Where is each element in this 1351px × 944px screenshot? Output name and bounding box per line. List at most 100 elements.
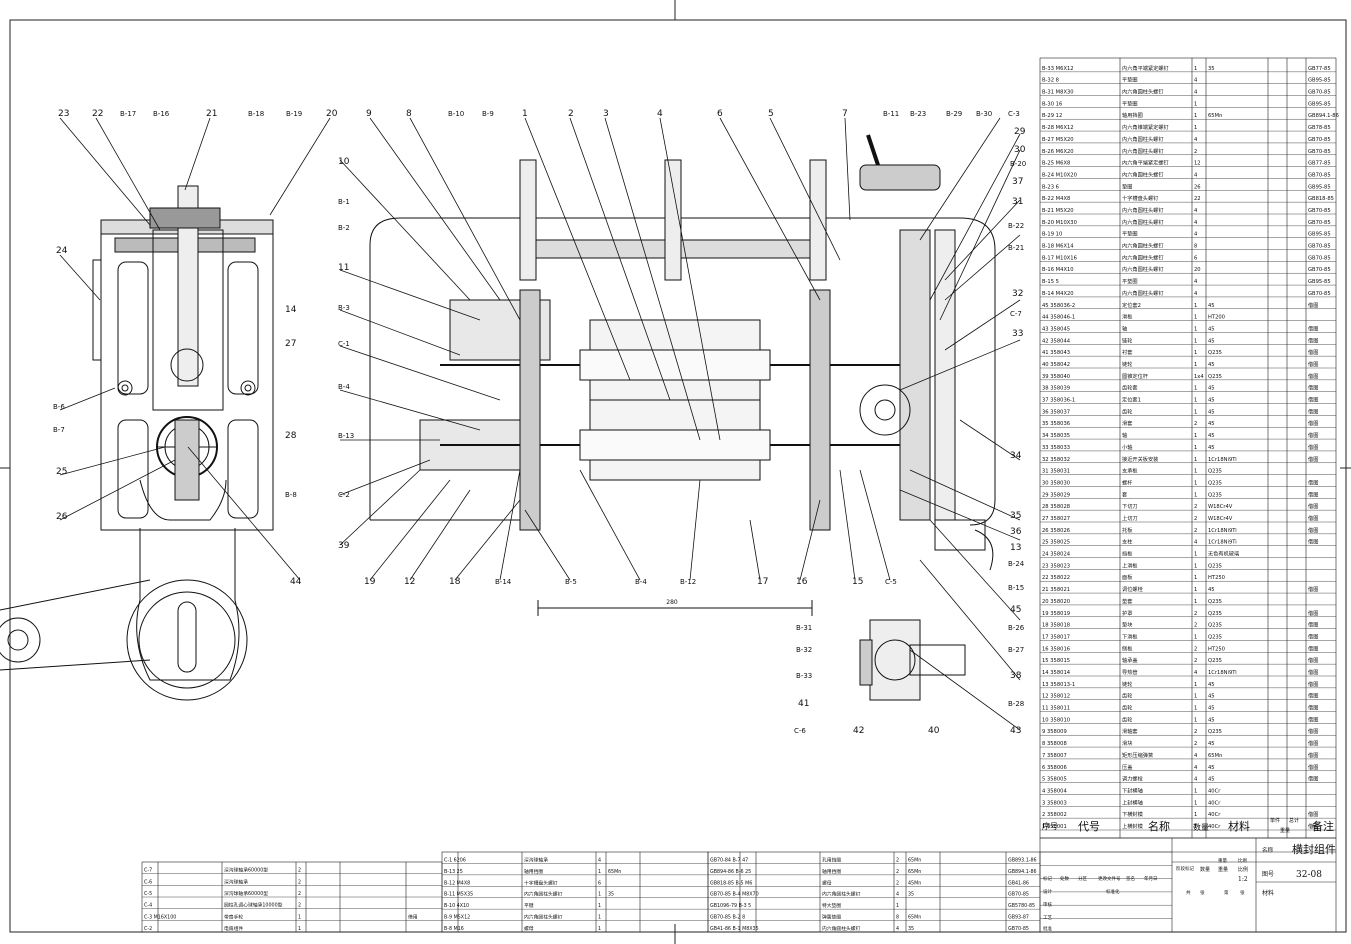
bom-header-unit-weight: 单件: [1270, 817, 1280, 824]
bom-cell-code: 28 358028: [1042, 504, 1070, 510]
bom-cell-code: 19 358019: [1042, 611, 1070, 617]
bom-cell-material: W18Cr4V: [1208, 516, 1233, 522]
bom-cell-code: 22 358022: [1042, 575, 1070, 581]
callout-label: B-30: [976, 110, 992, 118]
bom-cell-code: 34 358035: [1042, 433, 1070, 439]
bottom-a-code: C-7: [144, 868, 152, 874]
bom-cell-name: 滑套: [1122, 419, 1133, 427]
bom-cell-name: 面板: [1122, 573, 1133, 581]
bom-cell-remark: 借图: [1308, 609, 1318, 617]
bottom-c-qty: 2: [896, 869, 899, 875]
callout-label: B-14: [495, 578, 512, 586]
bom-header-remark: 备注: [1312, 819, 1334, 833]
bom-cell-material: W18Cr4V: [1208, 504, 1233, 510]
bom-cell-remark: GB70-85: [1308, 137, 1331, 143]
bom-cell-name: 支承板: [1122, 467, 1138, 475]
bom-cell-code: B-28 M6X12: [1042, 125, 1074, 131]
bottom-c-code: GB894-86 B-6 25: [710, 869, 751, 875]
bom-cell-name: 定位套1: [1122, 396, 1141, 404]
bom-cell-remark: 借图: [1308, 348, 1318, 356]
bom-cell-remark: 借图: [1308, 775, 1318, 783]
callout-label: B-28: [1008, 700, 1024, 708]
bom-cell-material: 45: [1208, 741, 1215, 747]
bottom-b-qty: 1: [598, 903, 601, 909]
bom-cell-name: 滑板: [1122, 313, 1133, 321]
bottom-c-standard: GB41-86: [1008, 880, 1029, 886]
bom-cell-remark: GB70-85: [1308, 291, 1331, 297]
bottom-a-code: C-5: [144, 891, 152, 897]
bom-cell-qty: 4: [1194, 279, 1198, 285]
callout-label: 26: [56, 512, 68, 522]
bottom-c-code: GB70-85 B-4 M8X70: [710, 892, 759, 898]
title-cell: 共: [1186, 889, 1191, 896]
callout-label: 16: [796, 577, 808, 587]
callout-label: B-13: [338, 432, 354, 440]
callout-label: C-3: [1008, 110, 1020, 118]
bom-cell-material: HT250: [1208, 646, 1225, 652]
callout-label: B-9: [482, 110, 494, 118]
bom-cell-code: 38 358039: [1042, 386, 1070, 392]
bom-cell-qty: 8: [1194, 244, 1197, 250]
callout-label: B-26: [1008, 624, 1025, 632]
bom-cell-qty: 4: [1194, 753, 1198, 759]
bom-cell-qty: 2: [1194, 421, 1197, 427]
bom-cell-qty: 1: [1194, 66, 1197, 72]
bom-cell-material: 1Cr18Ni9Ti: [1208, 528, 1237, 534]
bom-cell-name: 内六角圆柱头螺钉: [1122, 253, 1164, 261]
bottom-b-qty: 1: [598, 926, 601, 932]
callout-label: C-1: [338, 340, 350, 348]
callout-label: B-8: [285, 491, 297, 499]
bottom-c-standard: GB893.1-86: [1008, 857, 1037, 863]
bom-cell-code: B-17 M10X16: [1042, 255, 1077, 261]
bottom-c-material: 65Mn: [908, 915, 921, 921]
bom-cell-remark: 借图: [1308, 715, 1318, 723]
bom-cell-code: B-18 M6X14: [1042, 244, 1074, 250]
bom-cell-material: Q235: [1208, 658, 1222, 664]
callout-label: 21: [206, 109, 217, 119]
callout-label: 22: [92, 109, 103, 119]
bom-cell-code: 6 358006: [1042, 765, 1067, 771]
bom-cell-qty: 4: [1194, 670, 1198, 676]
bom-cell-qty: 22: [1194, 196, 1201, 202]
bom-cell-remark: GB70-85: [1308, 244, 1331, 250]
bom-cell-name: 滑块: [1122, 739, 1133, 747]
bom-cell-material: Q235: [1208, 480, 1222, 486]
bom-cell-remark: 借图: [1308, 431, 1318, 439]
callout-label: B-11: [883, 110, 899, 118]
bom-cell-qty: 1: [1194, 386, 1197, 392]
bottom-a-qty: 1: [298, 926, 301, 932]
bom-header-name: 名称: [1148, 819, 1170, 833]
bom-cell-remark: GB78-85: [1308, 125, 1331, 131]
title-scale-label: 比例: [1238, 866, 1248, 873]
bom-cell-material: 45: [1208, 398, 1215, 404]
bom-cell-material: 65Mn: [1208, 753, 1222, 759]
bom-cell-qty: 1: [1194, 480, 1197, 486]
bom-cell-name: 内六角圆柱头螺钉: [1122, 265, 1164, 273]
bottom-tables-frame: [141, 851, 1041, 933]
dimension-280: 280: [666, 599, 678, 606]
bom-cell-qty: 1: [1194, 800, 1197, 806]
bottom-c-qty: 1: [896, 903, 899, 909]
bottom-c-material: 45Mn: [908, 880, 921, 886]
bom-cell-remark: GB70-85: [1308, 149, 1331, 155]
bom-cell-material: Q235: [1208, 492, 1222, 498]
bom-header: 序号 代号 名称 数量 材料 单件 总计 重量 备注: [1042, 817, 1334, 834]
bom-cell-name: 下滑板: [1122, 632, 1138, 640]
title-cell: 设计: [1043, 888, 1052, 895]
bom-cell-remark: 借图: [1308, 644, 1318, 652]
bom-cell-qty: 2: [1194, 528, 1197, 534]
bottom-a-qty: 2: [298, 879, 301, 885]
bom-cell-name: 挡板: [1122, 550, 1133, 558]
bom-cell-name: 齿轮套: [1122, 384, 1138, 392]
bom-cell-name: 十字槽盘头螺钉: [1122, 194, 1158, 202]
bom-cell-code: B-20 M10X30: [1042, 220, 1077, 226]
callout-label: 3: [603, 109, 609, 119]
bom-header-total-weight: 总计: [1289, 817, 1299, 824]
bottom-c-name: 特大垫圈: [822, 902, 841, 909]
bom-cell-remark: 借图: [1308, 656, 1318, 664]
bottom-b-code: B-8 M16: [444, 926, 464, 932]
drawing-number: 32-08: [1296, 870, 1322, 880]
bom-cell-name: 内六角圆柱头螺钉: [1122, 88, 1164, 96]
bom-cell-material: Q235: [1208, 599, 1222, 605]
